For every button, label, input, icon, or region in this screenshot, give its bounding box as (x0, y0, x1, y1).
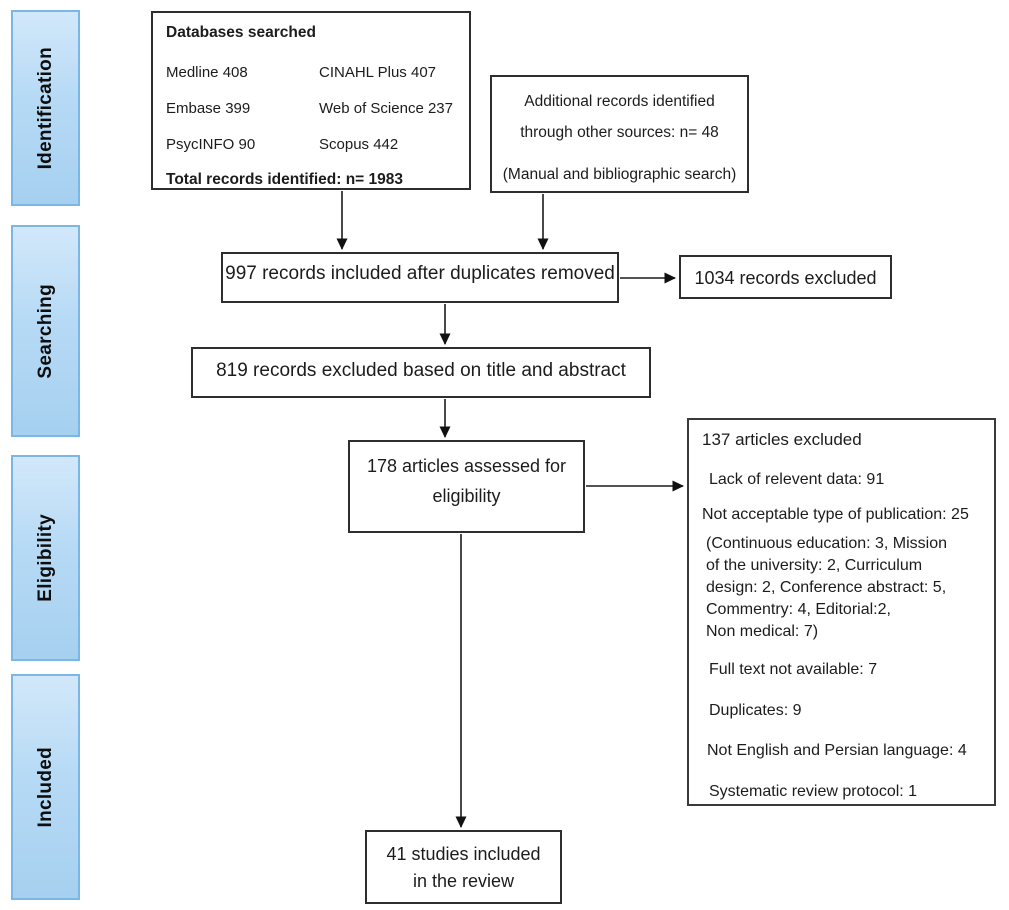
stage-searching-label: Searching (34, 283, 56, 379)
excluded-title-abstract-text: 819 records excluded based on title and … (216, 360, 626, 381)
excluded-reason-lack-of-data: Lack of relevent data: 91 (709, 470, 885, 488)
articles-assessed-box: 178 articles assessed for eligibility (348, 440, 585, 533)
database-medline: Medline 408 (166, 63, 248, 81)
records-excluded-text: 1034 records excluded (694, 268, 877, 288)
stage-included: Included (11, 674, 80, 900)
excluded-reason-duplicates: Duplicates: 9 (709, 701, 802, 719)
stage-eligibility-label: Eligibility (34, 514, 56, 602)
stage-searching: Searching (11, 225, 80, 437)
stage-identification: Identification (11, 10, 80, 206)
database-scopus: Scopus 442 (319, 135, 399, 153)
articles-assessed-line2: eligibility (432, 486, 501, 506)
excluded-reason-protocol: Systematic review protocol: 1 (709, 782, 918, 800)
studies-included-box: 41 studies included in the review (365, 830, 562, 904)
databases-searched-box: Databases searched Medline 408 CINAHL Pl… (151, 11, 471, 190)
database-psycinfo: PsycINFO 90 (166, 135, 256, 153)
articles-excluded-box: 137 articles excluded Lack of relevent d… (687, 418, 996, 806)
database-embase: Embase 399 (166, 99, 251, 117)
excluded-title-abstract-box: 819 records excluded based on title and … (191, 347, 651, 398)
excluded-reason-publication-type: Not acceptable type of publication: 25 (702, 505, 969, 523)
additional-records-line1: Additional records identified (524, 93, 715, 110)
additional-records-line2: through other sources: n= 48 (520, 124, 719, 141)
records-after-duplicates-text: 997 records included after duplicates re… (225, 263, 615, 284)
total-records-identified: Total records identified: n= 1983 (166, 170, 404, 188)
additional-records-line3: (Manual and bibliographic search) (502, 166, 737, 183)
studies-included-line2: in the review (412, 871, 515, 891)
databases-list: Medline 408 CINAHL Plus 407 Embase 399 W… (166, 55, 456, 163)
records-excluded-box: 1034 records excluded (679, 255, 892, 299)
excluded-reason-full-text: Full text not available: 7 (709, 661, 878, 679)
stage-included-label: Included (34, 746, 56, 828)
articles-excluded-title: 137 articles excluded (702, 430, 862, 449)
stage-eligibility: Eligibility (11, 455, 80, 661)
stage-identification-label: Identification (34, 46, 56, 170)
records-after-duplicates-box: 997 records included after duplicates re… (221, 252, 619, 303)
articles-assessed-line1: 178 articles assessed for (366, 456, 567, 476)
excluded-reason-publication-type-detail: (Continuous education: 3, Mission of the… (706, 535, 948, 641)
studies-included-line1: 41 studies included (386, 844, 541, 864)
excluded-reason-language: Not English and Persian language: 4 (707, 742, 967, 760)
databases-searched-title: Databases searched (166, 24, 316, 41)
database-web-of-science: Web of Science 237 (319, 99, 453, 117)
database-cinahl: CINAHL Plus 407 (319, 63, 436, 81)
additional-records-box: Additional records identified through ot… (490, 75, 749, 193)
